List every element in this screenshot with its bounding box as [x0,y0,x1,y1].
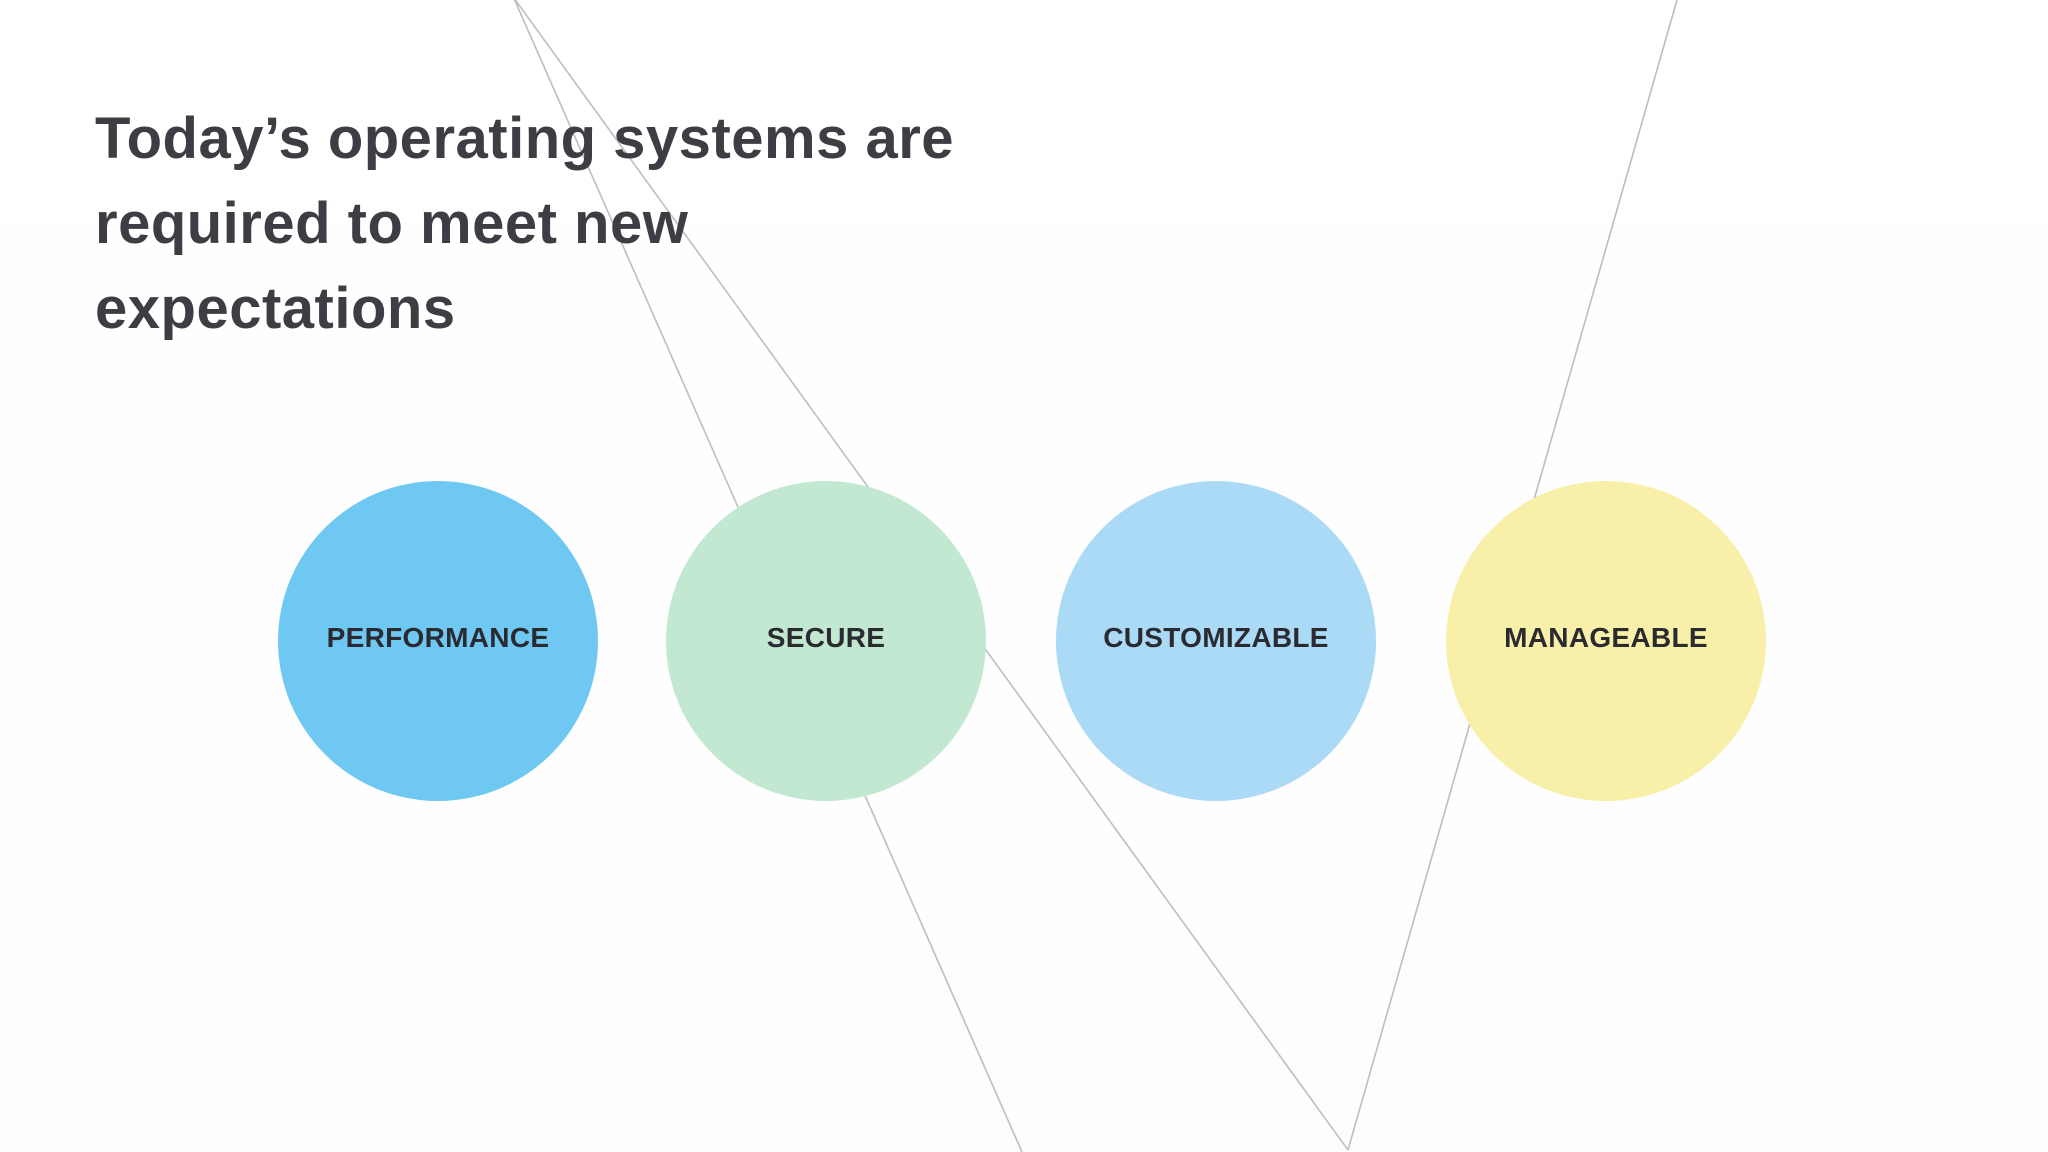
circle-manageable: MANAGEABLE [1446,481,1766,801]
circle-manageable-label: MANAGEABLE [1504,622,1708,653]
slide-title-line: required to meet new [95,191,689,256]
circle-secure: SECURE [666,481,986,801]
circle-customizable: CUSTOMIZABLE [1056,481,1376,801]
circle-performance: PERFORMANCE [278,481,598,801]
circle-secure-label: SECURE [766,622,886,653]
slide-title-line: expectations [95,276,456,341]
slide-title-line: Today’s operating systems are [95,106,955,171]
circle-performance-label: PERFORMANCE [326,622,550,653]
circle-customizable-label: CUSTOMIZABLE [1103,622,1329,653]
slide-title: Today’s operating systems are required t… [95,96,1095,351]
